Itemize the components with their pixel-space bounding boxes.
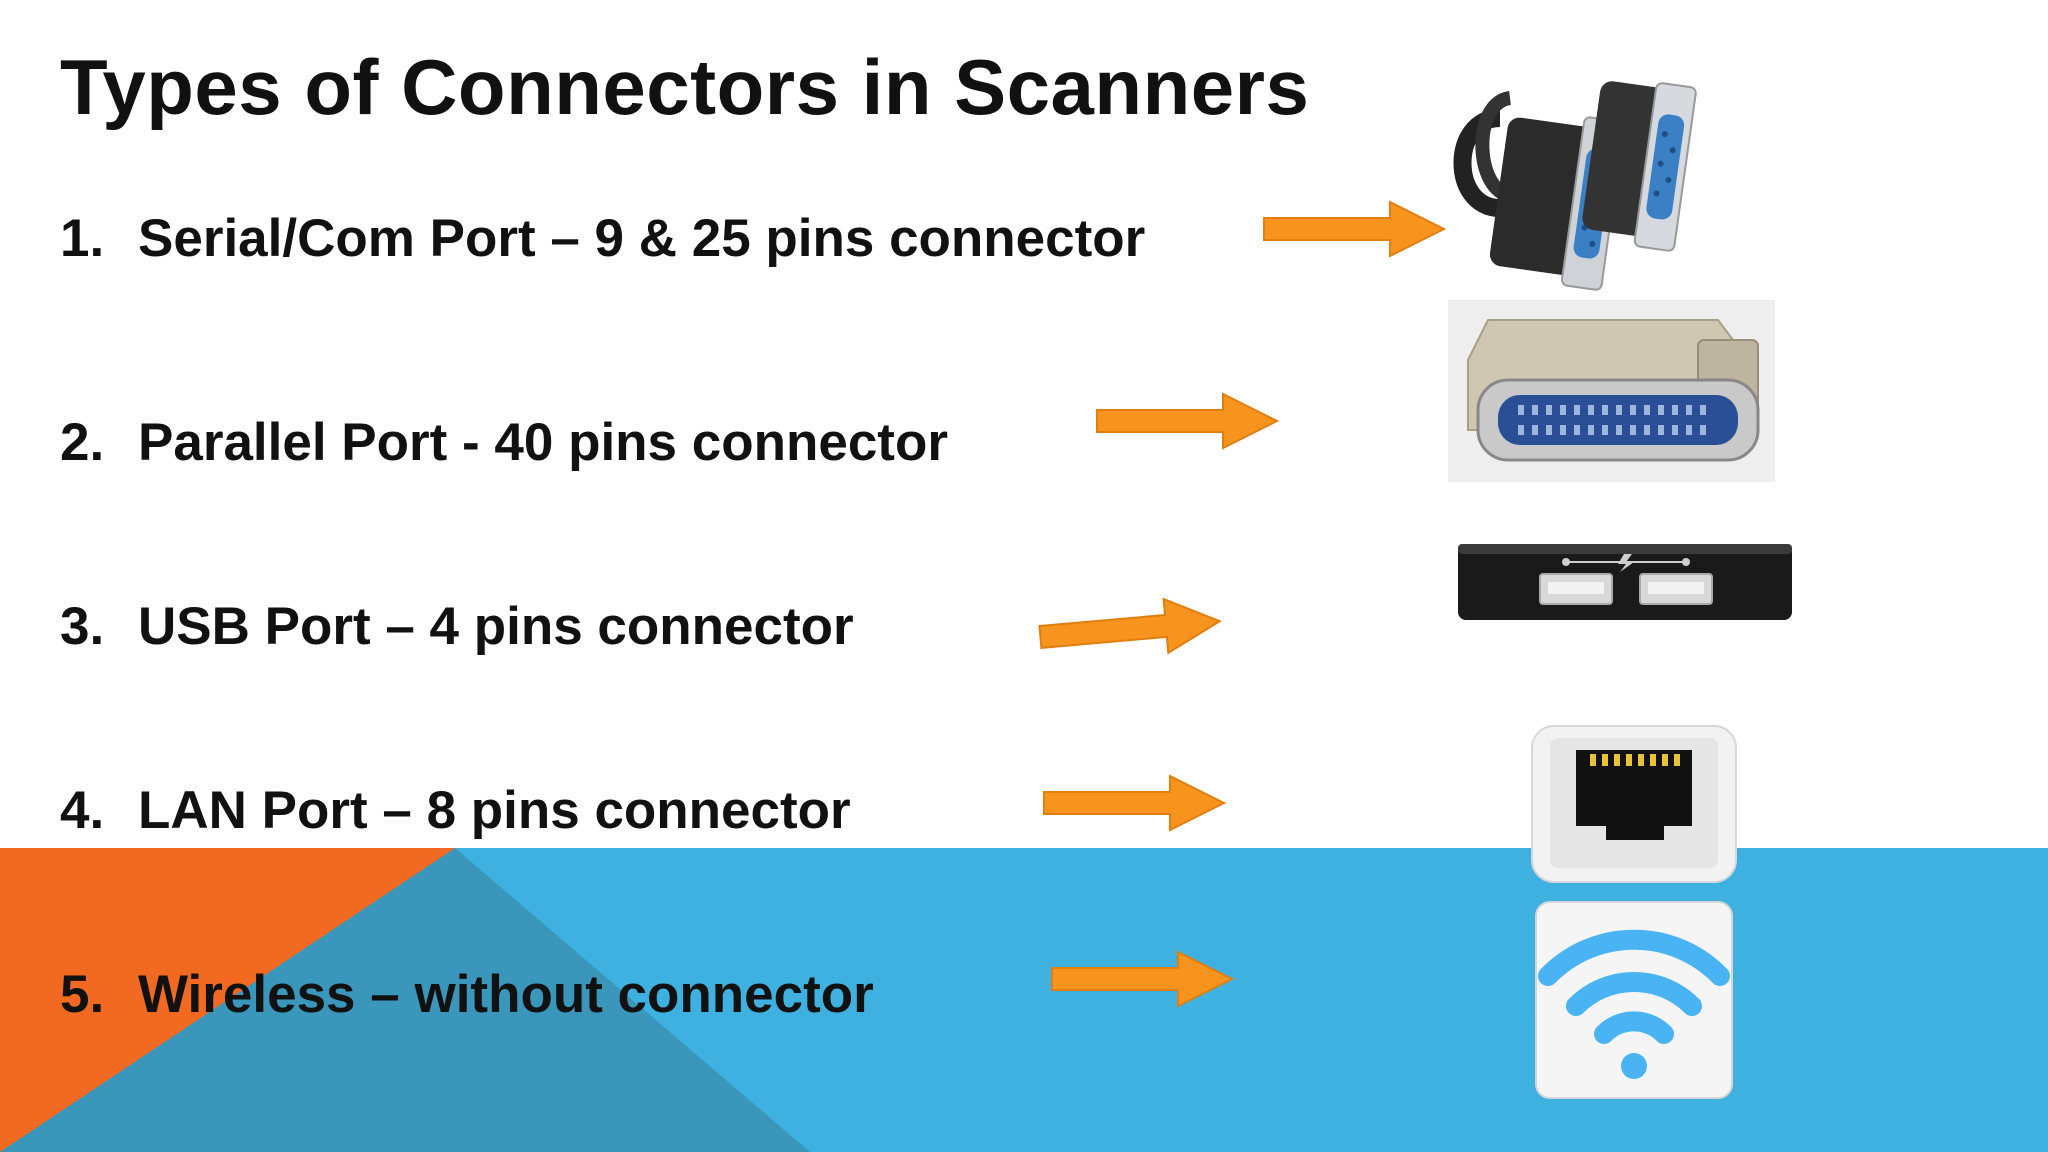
list-item-text: Wireless – without connector: [138, 965, 874, 1024]
list-item-number: 4.: [60, 781, 105, 840]
list-item-text: LAN Port – 8 pins connector: [138, 781, 851, 840]
arrow-icon: [1038, 597, 1222, 655]
arrow-icon: [1051, 950, 1235, 1008]
arrow-icon: [1263, 200, 1447, 258]
list-item-text: Serial/Com Port – 9 & 25 pins connector: [138, 209, 1146, 268]
list-item-number: 2.: [60, 413, 105, 472]
slide-title: Types of Connectors in Scanners: [60, 43, 1310, 131]
list-item-number: 3.: [60, 597, 105, 656]
list-item-number: 5.: [60, 965, 105, 1024]
parallel-port-icon: [1448, 300, 1775, 482]
list-item-number: 1.: [60, 209, 105, 268]
usb-port-icon: [1458, 544, 1792, 620]
list-item-parallel: 2. Parallel Port - 40 pins connector: [60, 412, 948, 473]
list-item-serial: 1. Serial/Com Port – 9 & 25 pins connecto…: [60, 208, 1145, 269]
lan-port-icon: [1531, 725, 1737, 883]
serial-port-icon: [1453, 81, 1697, 291]
arrow-icon: [1043, 774, 1227, 832]
list-item-usb: 3. USB Port – 4 pins connector: [60, 596, 854, 657]
wifi-icon: [1535, 901, 1733, 1099]
arrow-icon: [1096, 392, 1280, 450]
list-item-text: USB Port – 4 pins connector: [138, 597, 854, 656]
list-item-text: Parallel Port - 40 pins connector: [138, 413, 948, 472]
list-item-lan: 4. LAN Port – 8 pins connector: [60, 780, 851, 841]
bottom-band-shapes: [0, 848, 810, 1152]
list-item-wireless: 5. Wireless – without connector: [60, 964, 874, 1025]
